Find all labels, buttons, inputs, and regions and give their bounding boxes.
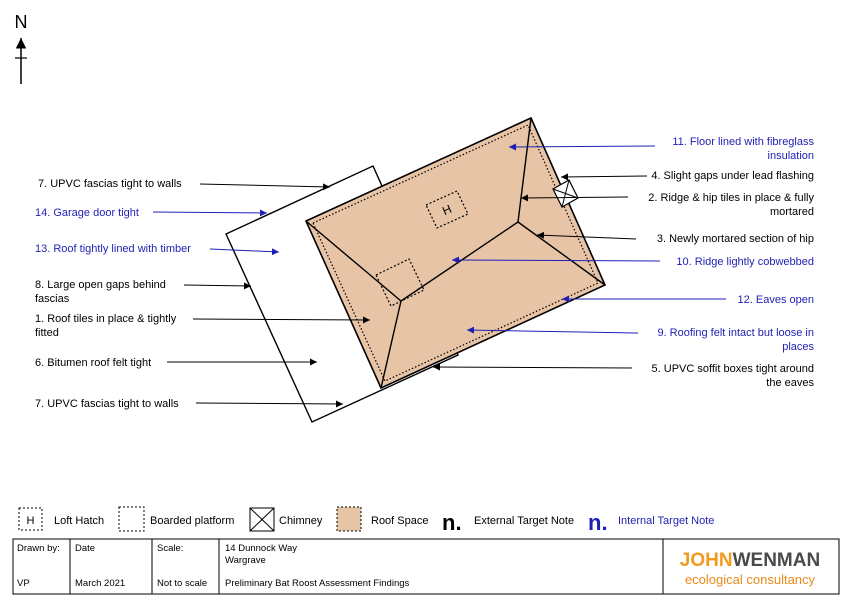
legend-label: Loft Hatch	[54, 515, 104, 527]
leader-arrow	[432, 363, 633, 371]
legend-chimney: Chimney	[249, 507, 323, 532]
leader-arrows	[152, 143, 726, 408]
roof-space-swatch	[336, 506, 362, 532]
leader-arrow	[195, 400, 344, 408]
legend-label: Internal Target Note	[618, 515, 714, 527]
note-text: 14. Garage door tight	[35, 207, 139, 219]
north-arrow: N	[15, 12, 28, 84]
address-line-2: Wargrave	[225, 555, 266, 566]
date-label: Date	[75, 543, 95, 554]
drawn-by-label: Drawn by:	[17, 543, 60, 554]
internal-note-symbol: n.	[588, 510, 608, 535]
loft-hatch-icon: H	[27, 515, 35, 527]
logo-john: JOHN	[680, 550, 733, 571]
note-text: 4. Slight gaps under lead flashing	[651, 170, 814, 182]
leader-arrow	[508, 143, 656, 151]
north-label: N	[15, 12, 28, 32]
note-text: 7. UPVC fascias tight to walls	[35, 398, 179, 410]
chimney-icon	[249, 507, 275, 532]
chimney	[552, 179, 579, 208]
report-title: Preliminary Bat Roost Assessment Finding…	[225, 578, 410, 589]
logo-wenman: WENMAN	[733, 550, 821, 571]
target-notes: 7. UPVC fascias tight to walls 14. Garag…	[35, 136, 815, 410]
legend-label: Chimney	[279, 515, 323, 527]
note-text: 3. Newly mortared section of hip	[657, 233, 814, 245]
legend-label: Roof Space	[371, 515, 428, 527]
legend-external-note: n. External Target Note	[442, 510, 574, 535]
leader-arrow	[209, 248, 280, 256]
leader-arrow	[183, 282, 252, 290]
date-value: March 2021	[75, 578, 125, 589]
scale-value: Not to scale	[157, 578, 207, 589]
leader-arrow	[451, 256, 661, 264]
leader-arrow	[199, 183, 331, 191]
title-block: Drawn by: VP Date March 2021 Scale: Not …	[12, 538, 840, 595]
main-roof: H	[304, 116, 607, 390]
leader-arrow	[152, 209, 268, 217]
svg-text:JOHNWENMAN: JOHNWENMAN	[680, 550, 820, 571]
logo-tagline: ecological consultancy	[685, 572, 816, 587]
note-text: 10. Ridge lightly cobwebbed	[676, 256, 814, 268]
note-text: 7. UPVC fascias tight to walls	[38, 178, 182, 190]
legend-internal-note: n. Internal Target Note	[588, 510, 714, 535]
leader-arrow	[536, 231, 637, 240]
legend-loft-hatch: H Loft Hatch	[18, 507, 104, 531]
leader-arrow	[560, 173, 648, 181]
note-text: 12. Eaves open	[738, 294, 814, 306]
legend: H Loft Hatch Boarded platform Chimney Ro…	[18, 506, 714, 535]
leader-arrow	[520, 194, 629, 202]
boarded-platform	[375, 258, 425, 307]
leader-arrow	[466, 326, 639, 334]
legend-label: External Target Note	[474, 515, 574, 527]
company-logo: JOHNWENMAN ecological consultancy	[680, 550, 820, 587]
eaves-dotted-outline	[312, 124, 599, 382]
legend-boarded-platform: Boarded platform	[118, 506, 234, 532]
legend-label: Boarded platform	[150, 515, 234, 527]
external-note-symbol: n.	[442, 510, 462, 535]
legend-roof-space: Roof Space	[336, 506, 428, 532]
drawn-by-value: VP	[17, 578, 30, 589]
leader-arrow	[192, 316, 371, 324]
note-text: 6. Bitumen roof felt tight	[35, 357, 151, 369]
scale-label: Scale:	[157, 543, 183, 554]
note-text: 13. Roof tightly lined with timber	[35, 243, 191, 255]
address-line-1: 14 Dunnock Way	[225, 543, 297, 554]
boarded-platform-icon	[118, 506, 145, 532]
